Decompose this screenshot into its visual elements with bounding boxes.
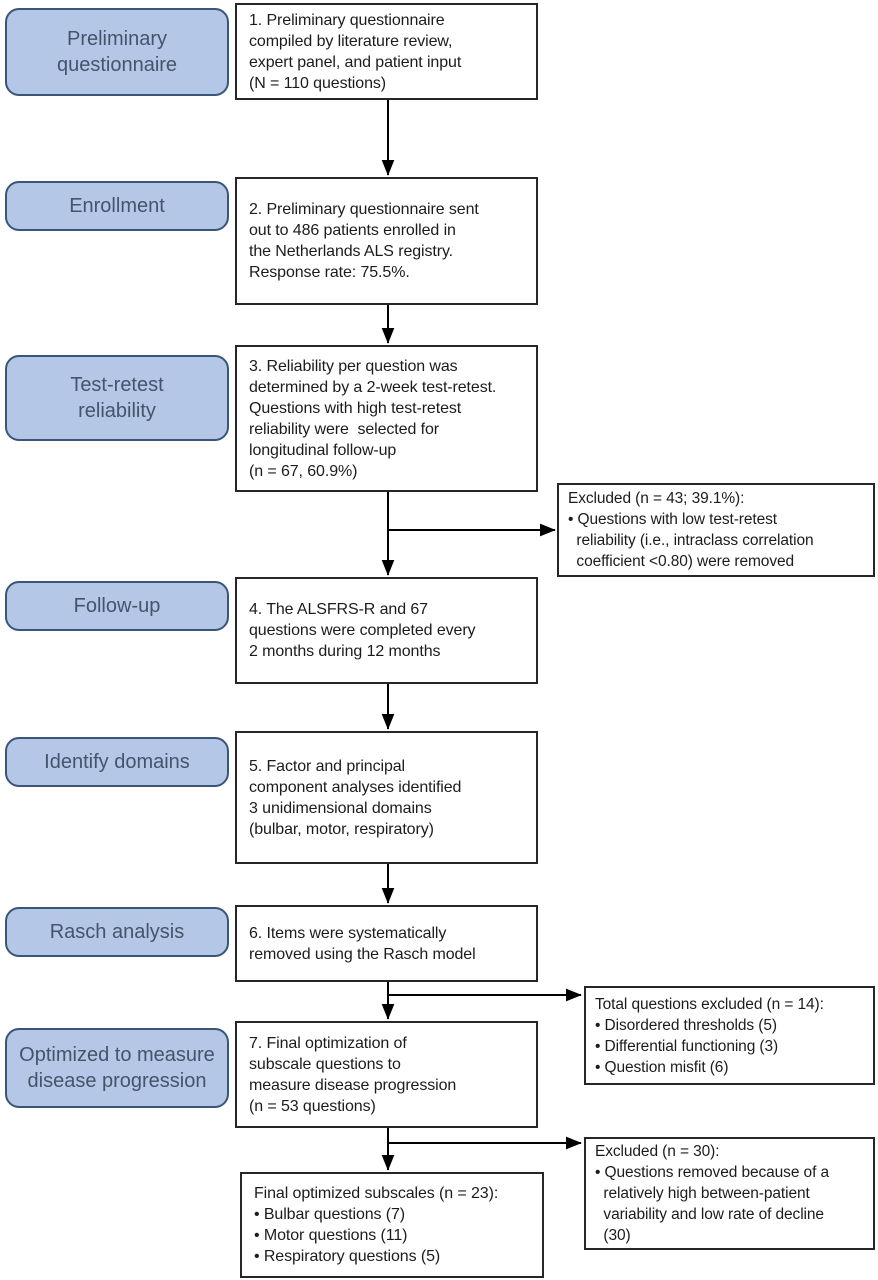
stage-label-rasch-analysis: Rasch analysis xyxy=(5,907,229,957)
stage-label-identify-domains: Identify domains xyxy=(5,737,229,787)
excluded-n43-box: Excluded (n = 43; 39.1%):• Questions wit… xyxy=(557,483,875,577)
final-optimized-subscales-box: Final optimized subscales (n = 23):• Bul… xyxy=(240,1172,544,1278)
stage-label-enrollment: Enrollment xyxy=(5,181,229,231)
excluded-n30-box: Excluded (n = 30):• Questions removed be… xyxy=(584,1137,875,1250)
stage-label-follow-up: Follow-up xyxy=(5,581,229,631)
excluded-n14-box: Total questions excluded (n = 14):• Diso… xyxy=(584,986,875,1085)
